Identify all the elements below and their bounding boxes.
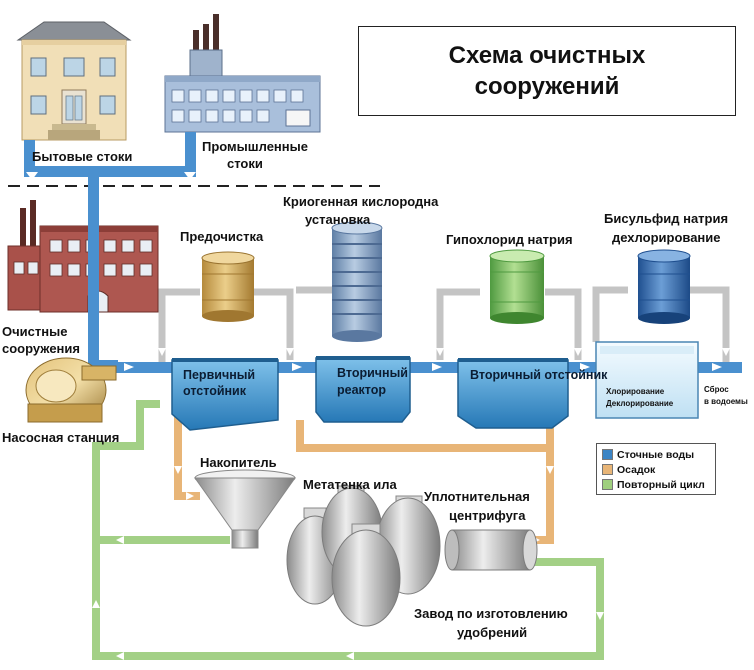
primary-settler-label-line2: отстойник xyxy=(183,384,247,398)
primary-settler-label-line1: Первичный xyxy=(183,368,256,382)
fertilizer-plant-label-line2: удобрений xyxy=(457,625,528,640)
legend-item-sludge: Осадок xyxy=(602,462,710,477)
digester-label: Метатенка ила xyxy=(303,477,397,492)
pump-station-icon xyxy=(25,357,117,423)
legend-label-wastewater: Сточные воды xyxy=(617,448,695,461)
secondary-reactor-tank xyxy=(315,356,411,423)
legend-item-recycle: Повторный цикл xyxy=(602,477,710,492)
centrifuge-label-line1: Уплотнительная xyxy=(424,489,530,504)
centrifuge-icon xyxy=(444,529,538,571)
fertilizer-plant-label-line1: Завод по изготовлению xyxy=(414,606,568,621)
legend-swatch-recycle xyxy=(602,479,613,490)
storage-hopper-icon xyxy=(194,469,296,549)
treatment-facility-building-icon xyxy=(7,200,159,313)
storage-label: Накопитель xyxy=(200,455,277,470)
legend-label-recycle: Повторный цикл xyxy=(617,478,705,491)
digester-tanks-icon xyxy=(286,485,441,627)
chlorination-tank xyxy=(595,341,699,419)
hypochlorite-label: Гипохлорид натрия xyxy=(446,232,573,247)
title-box: Схема очистных сооружений xyxy=(358,26,736,116)
secondary-settler-label: Вторичный отстойник xyxy=(470,368,608,382)
pretreatment-tank-icon xyxy=(201,251,255,322)
cryogenic-oxygen-unit-icon xyxy=(331,221,383,342)
cryogenic-unit-label-line2: установка xyxy=(305,212,371,227)
industrial-sewage-label-line1: Промышленные xyxy=(202,139,308,154)
legend-item-wastewater: Сточные воды xyxy=(602,447,710,462)
residential-building-icon xyxy=(16,21,132,141)
pump-station-label: Насосная станция xyxy=(2,430,120,445)
secondary-settler-tank xyxy=(457,358,569,429)
treatment-facility-label-line1: Очистные xyxy=(2,324,68,339)
legend-swatch-sludge xyxy=(602,464,613,475)
industrial-sewage-label-line2: стоки xyxy=(227,156,263,171)
factory-office-building-icon xyxy=(164,14,321,133)
primary-settler-tank xyxy=(171,358,279,431)
chlorination-label: Хлорирование xyxy=(606,387,665,396)
secondary-reactor-label-line1: Вторичный xyxy=(337,366,408,380)
sodium-bisulfite-tank-icon xyxy=(637,249,691,324)
cryogenic-unit-label-line1: Криогенная кислородна xyxy=(283,194,439,209)
sodium-hypochlorite-tank-icon xyxy=(489,249,545,324)
diagram-title-line2: сооружений xyxy=(474,73,620,100)
legend: Сточные воды Осадок Повторный цикл xyxy=(596,443,716,495)
legend-swatch-wastewater xyxy=(602,449,613,460)
discharge-label-line2: в водоемы xyxy=(704,397,748,406)
bisulfite-label-line1: Бисульфид натрия xyxy=(604,211,729,226)
centrifuge-label-line2: центрифуга xyxy=(449,508,526,523)
diagram-title-line1: Схема очистных xyxy=(448,42,646,69)
pretreatment-label: Предочистка xyxy=(180,229,264,244)
treatment-facility-label-line2: сооружения xyxy=(2,341,80,356)
diagram-title: Схема очистных сооружений xyxy=(449,40,646,102)
chemical-feed-pipes xyxy=(158,286,730,362)
discharge-label-line1: Сброс xyxy=(704,385,729,394)
bisulfite-label-line2: дехлорирование xyxy=(612,230,721,245)
legend-label-sludge: Осадок xyxy=(617,463,656,476)
domestic-sewage-label: Бытовые стоки xyxy=(32,149,133,164)
dechlorination-label: Деклорирование xyxy=(606,399,674,408)
flow-arrows-blue xyxy=(26,172,722,371)
secondary-reactor-label-line2: реактор xyxy=(337,383,387,397)
